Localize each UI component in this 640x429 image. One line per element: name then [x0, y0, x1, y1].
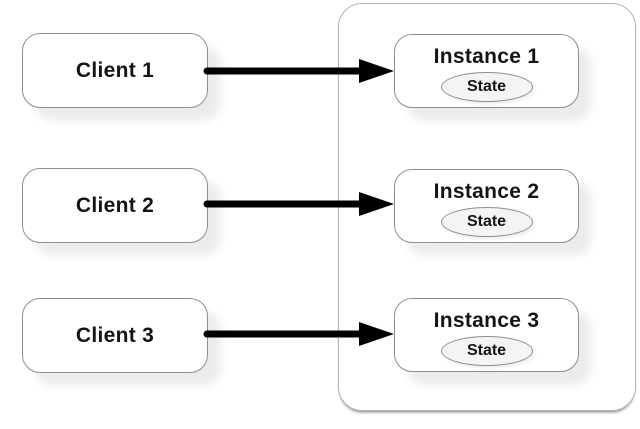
instances-container: Instance 1 State Instance 2 State Instan…: [338, 3, 636, 411]
instance-2-title: Instance 2: [433, 180, 540, 203]
instance-node-3: Instance 3 State: [394, 298, 579, 372]
client-3-label: Client 3: [75, 323, 155, 347]
instance-node-2: Instance 2 State: [394, 169, 579, 243]
instance-1-state-ellipse: State: [440, 72, 533, 102]
instance-1-state-label: State: [466, 78, 507, 95]
instance-1-title: Instance 1: [433, 45, 540, 68]
client-1-label: Client 1: [75, 58, 155, 82]
instance-3-title: Instance 3: [433, 309, 540, 332]
client-node-1: Client 1: [22, 33, 208, 108]
client-node-2: Client 2: [22, 168, 208, 243]
instance-2-state-ellipse: State: [440, 207, 533, 237]
instance-3-state-label: State: [466, 342, 507, 359]
client-node-3: Client 3: [22, 298, 208, 373]
instance-2-state-label: State: [466, 213, 507, 230]
instance-node-1: Instance 1 State: [394, 34, 579, 108]
client-2-label: Client 2: [75, 193, 155, 217]
instance-3-state-ellipse: State: [440, 336, 533, 366]
